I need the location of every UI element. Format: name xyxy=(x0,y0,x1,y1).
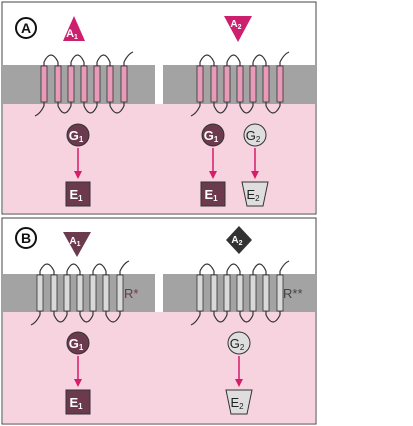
panel-b-letter-badge xyxy=(15,227,37,249)
agonist-a1-sub: 1 xyxy=(74,34,78,41)
agonist-b-a1-triangle: A1 xyxy=(63,232,91,257)
panel-a-cytoplasm xyxy=(3,104,315,213)
svg-text:G1: G1 xyxy=(69,336,84,352)
effector-b-right: E2 xyxy=(225,389,253,415)
e2-label: E xyxy=(230,395,239,410)
agonist-b-a2-sub: 2 xyxy=(239,240,243,247)
panel-a-letter-badge xyxy=(15,17,37,39)
g-protein-b-right: G2 xyxy=(227,331,251,355)
panel-b-cytoplasm xyxy=(3,312,315,423)
svg-text:E1: E1 xyxy=(204,187,218,203)
agonist-a2-triangle: A2 xyxy=(224,16,252,42)
svg-text:E1: E1 xyxy=(69,395,83,411)
g1-sub: 1 xyxy=(214,135,219,144)
e1-label: E xyxy=(204,187,213,202)
g-protein-a-right-1: G1 xyxy=(201,123,225,147)
agonist-a1-triangle: A1 xyxy=(63,16,85,41)
svg-text:E2: E2 xyxy=(230,395,244,411)
e1-sub: 1 xyxy=(213,194,218,203)
e2-sub: 2 xyxy=(255,194,260,203)
receptor-b-right-helices xyxy=(196,274,284,312)
agonist-a2-label: A xyxy=(230,19,237,30)
svg-text:E1: E1 xyxy=(69,187,83,203)
receptor-a-left-helices xyxy=(40,65,128,103)
g-protein-a-right-2: G2 xyxy=(243,123,267,147)
svg-text:G2: G2 xyxy=(246,128,261,144)
effector-a-left: E1 xyxy=(65,181,91,207)
svg-text:A1: A1 xyxy=(66,28,78,41)
e1-label: E xyxy=(69,187,78,202)
agonist-b-a1-label: A xyxy=(69,236,76,247)
e2-label: E xyxy=(246,187,255,202)
panel-a-letter: A xyxy=(21,20,31,36)
e2-sub: 2 xyxy=(239,402,244,411)
panel-a-membrane-left xyxy=(3,65,155,104)
g1-label: G xyxy=(204,128,214,143)
g2-sub: 2 xyxy=(256,135,261,144)
svg-text:A1: A1 xyxy=(69,236,80,248)
g1-sub: 1 xyxy=(79,343,84,352)
agonist-b-a2-diamond: A2 xyxy=(226,226,252,254)
agonist-a1-label: A xyxy=(66,28,74,40)
svg-text:A2: A2 xyxy=(230,19,241,31)
svg-text:G2: G2 xyxy=(230,336,245,352)
svg-text:G1: G1 xyxy=(204,128,219,144)
effector-b-left: E1 xyxy=(65,389,91,415)
agonist-b-a2-label: A xyxy=(231,235,238,246)
receptor-label-r-double-star: R** xyxy=(283,286,303,301)
svg-text:G1: G1 xyxy=(69,128,84,144)
e1-label: E xyxy=(69,395,78,410)
g1-label: G xyxy=(69,336,79,351)
e1-sub: 1 xyxy=(78,402,83,411)
svg-text:E2: E2 xyxy=(246,187,260,203)
panel-a: A A1 A2 xyxy=(1,1,317,215)
g-protein-b-left: G1 xyxy=(66,331,90,355)
receptor-a-right-helices xyxy=(196,65,284,103)
panel-b: B A1 A2 R* xyxy=(1,217,317,425)
g2-label: G xyxy=(230,336,240,351)
g1-label: G xyxy=(69,128,79,143)
g1-sub: 1 xyxy=(79,135,84,144)
receptor-b-left-helices xyxy=(36,274,124,312)
panel-b-letter: B xyxy=(21,230,31,246)
receptor-label-r-star: R* xyxy=(124,286,138,301)
svg-text:A2: A2 xyxy=(231,235,242,247)
e1-sub: 1 xyxy=(78,194,83,203)
agonist-b-a1-sub: 1 xyxy=(77,241,81,248)
g2-label: G xyxy=(246,128,256,143)
g2-sub: 2 xyxy=(240,343,245,352)
g-protein-a-left: G1 xyxy=(66,123,90,147)
agonist-a2-sub: 2 xyxy=(238,24,242,31)
effector-a-right-2: E2 xyxy=(241,181,269,207)
effector-a-right-1: E1 xyxy=(200,181,226,207)
